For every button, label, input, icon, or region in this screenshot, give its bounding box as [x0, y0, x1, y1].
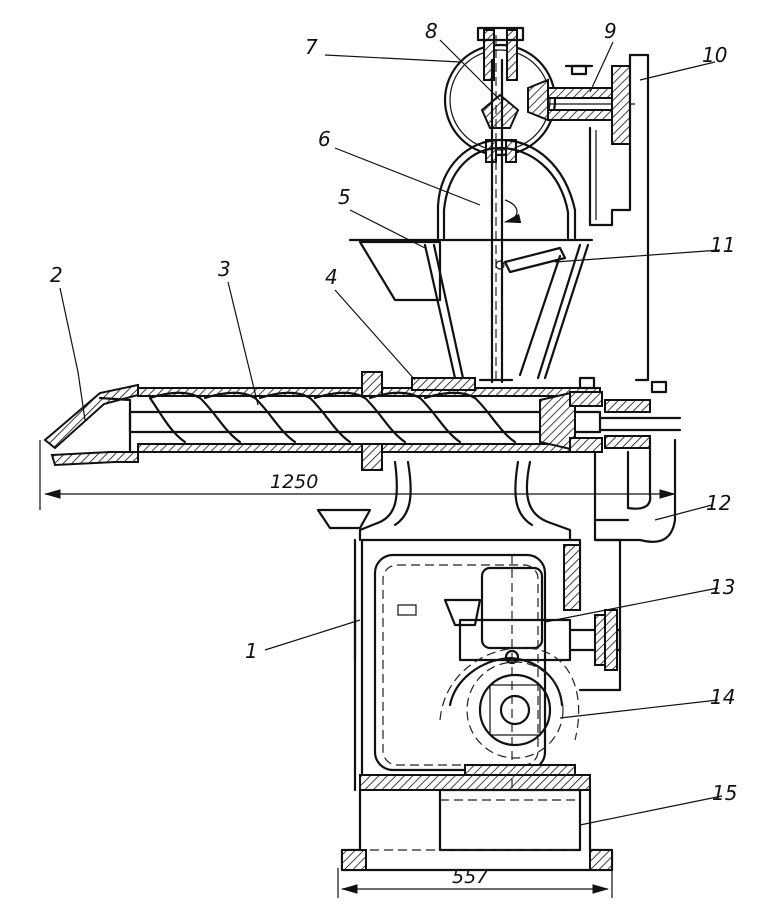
dimension-overall-length: 1250: [39, 440, 677, 510]
discharge-pipe: [593, 438, 677, 543]
callout-2: 2: [50, 263, 63, 287]
scraper-arm: [495, 246, 567, 377]
pedestal-neck: [316, 460, 572, 542]
bearing-assembly: [539, 376, 682, 453]
callout-15: 15: [712, 781, 737, 805]
callout-3: 3: [218, 257, 231, 281]
callout-4: 4: [325, 265, 338, 289]
callout-leaders: [59, 39, 723, 826]
outlet-nozzle: [43, 383, 139, 467]
callout-6: 6: [318, 127, 331, 151]
callout-9: 9: [604, 19, 617, 43]
callout-13: 13: [710, 575, 735, 599]
callout-1: 1: [245, 639, 258, 663]
callout-12: 12: [706, 491, 731, 515]
callout-10: 10: [702, 43, 727, 67]
horizontal-drive-shaft: [547, 64, 635, 145]
base-cabinet: [353, 538, 591, 792]
motor-base-pedestal: [340, 788, 614, 872]
dome-mixer-chamber: [436, 35, 577, 385]
auger-screw: [128, 391, 602, 444]
auger-barrel: [137, 371, 601, 471]
coupling: [568, 538, 622, 692]
right-frame-column: [588, 53, 650, 382]
gear-reducer: [443, 555, 572, 790]
callout-5: 5: [338, 185, 351, 209]
callout-11: 11: [710, 233, 735, 257]
gear-housing: [443, 26, 557, 163]
dimension-base-width: 557: [337, 866, 613, 898]
callout-8: 8: [425, 19, 438, 43]
electric-motor: [439, 647, 580, 776]
callout-14: 14: [710, 685, 735, 709]
vertical-agitator-shaft: [478, 58, 522, 384]
callout-7: 7: [305, 35, 318, 59]
dimension-1250-label: 1250: [270, 471, 318, 493]
dimension-557-label: 557: [452, 866, 488, 888]
